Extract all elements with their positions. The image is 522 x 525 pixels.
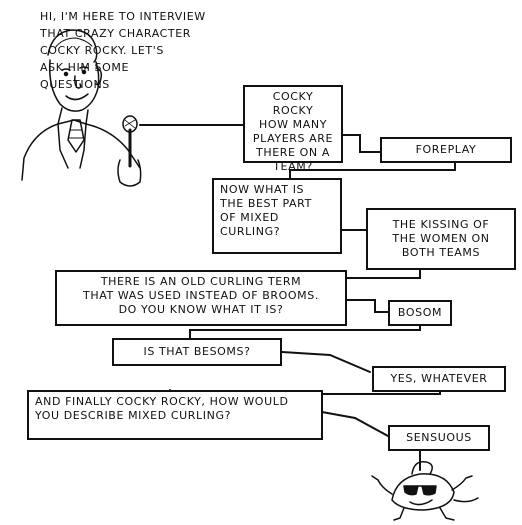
question-1-box: Cocky Rocky how many players are there o…	[243, 85, 343, 173]
interviewer-caption: Hi, I'm here to interview that crazy cha…	[40, 10, 206, 91]
answer-4-box: Yes, whatever	[372, 366, 506, 392]
answer-2-box: The kissing of the women on both teams	[366, 208, 516, 270]
question-5-box: And finally Cocky Rocky, how would you d…	[27, 390, 323, 440]
answer-5-box: Sensuous	[388, 425, 490, 451]
answer-1-box: Foreplay	[380, 137, 512, 163]
question-4-box: Is that Besoms?	[112, 338, 282, 366]
question-2-box: Now what is the best part of mixed curli…	[212, 178, 342, 254]
answer-3-box: Bosom	[388, 300, 452, 326]
question-3-box: There is an old curling term that was us…	[55, 270, 347, 326]
